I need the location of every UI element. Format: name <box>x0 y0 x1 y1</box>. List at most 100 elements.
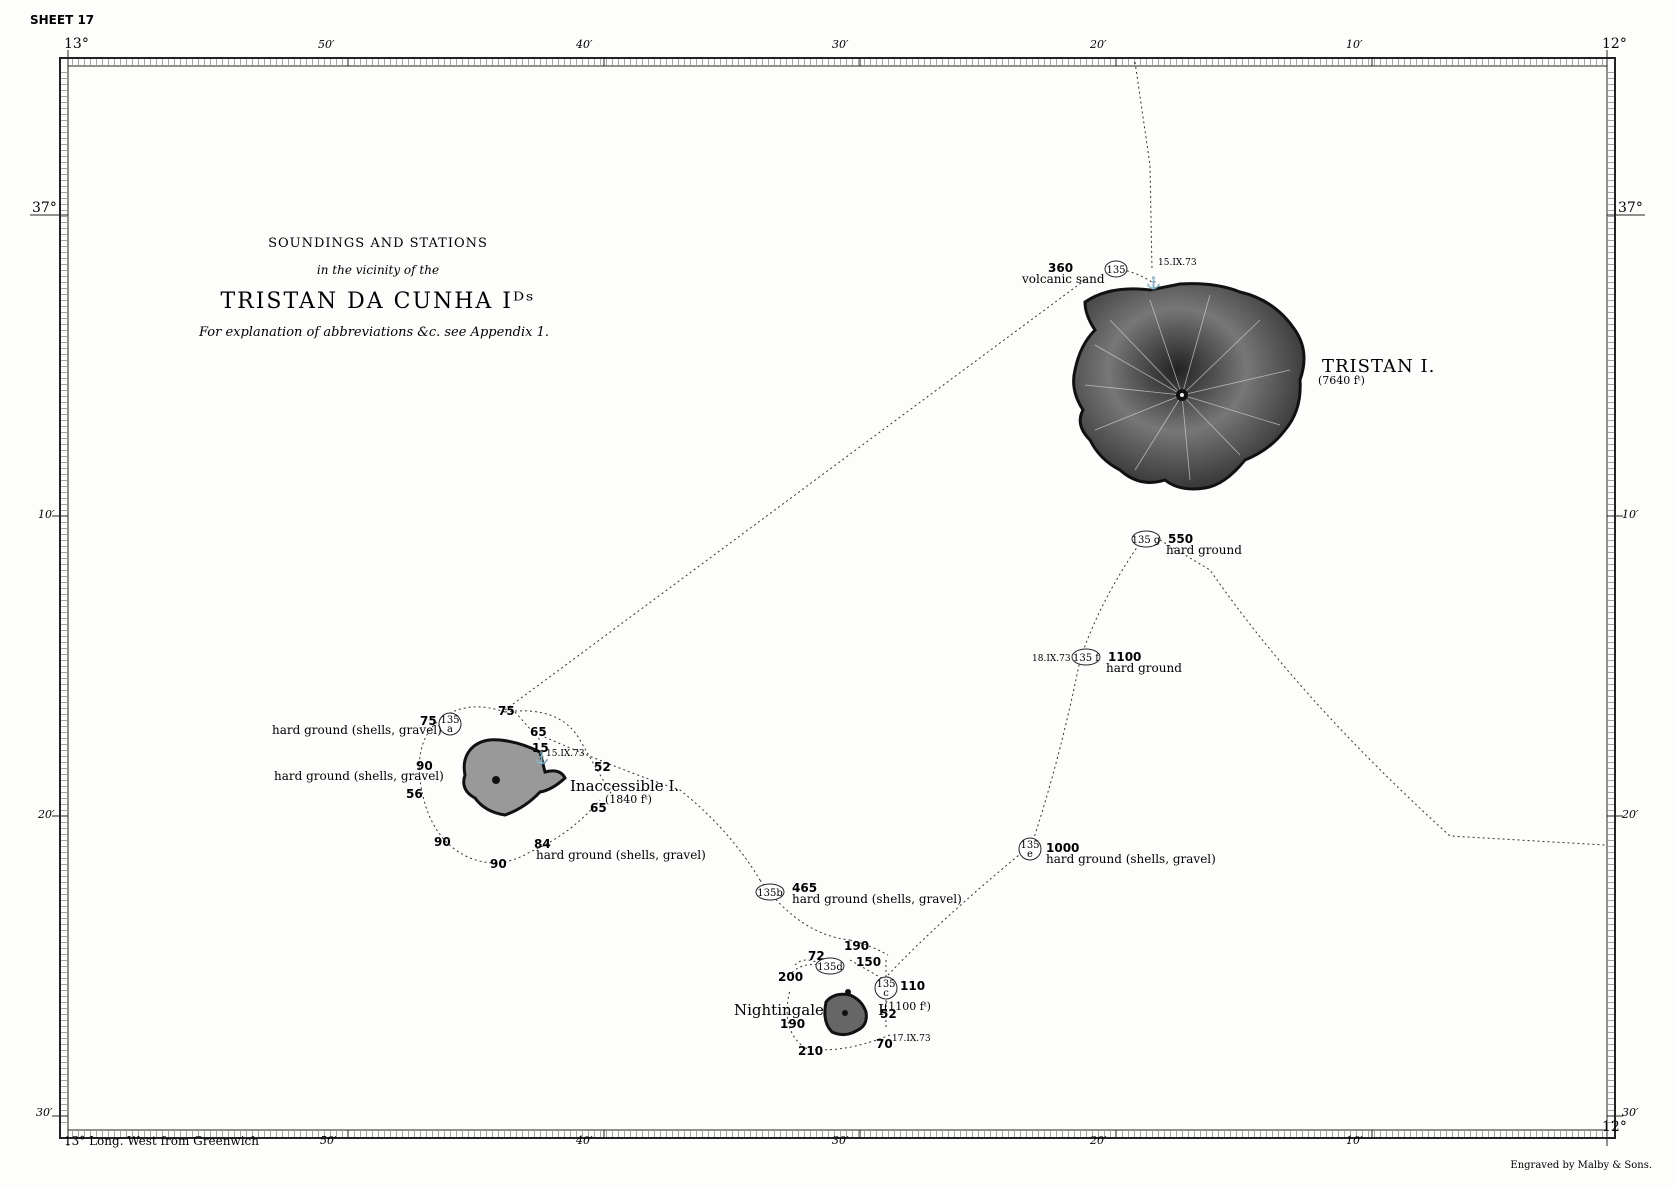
inaccessible-height: (1840 fᵗ) <box>605 793 652 806</box>
station-135g-label: 135 g <box>1132 535 1161 546</box>
title-line-3: TRISTAN DA CUNHA Iᴰˢ <box>220 289 535 314</box>
top-minute-40: 40′ <box>575 38 593 51</box>
inaccessible-date: 15.IX.73 <box>546 749 585 759</box>
left-lat-20: 20′ <box>37 808 55 821</box>
station-135-marker: 135 <box>1104 260 1128 278</box>
station-135d-marker: 135d <box>815 957 845 975</box>
sounding-72: 72 <box>808 949 825 963</box>
sounding-84: 84 <box>534 837 551 851</box>
title-line-1: SOUNDINGS AND STATIONS <box>268 236 488 251</box>
engraver-credit: Engraved by Malby & Sons. <box>1510 1160 1652 1171</box>
sounding-56: 56 <box>406 787 423 801</box>
station-135a-id: 135 <box>440 715 459 726</box>
anchor-icon-tristan: ⚓ <box>1146 276 1161 290</box>
sounding-1100: 1100 <box>1108 650 1141 664</box>
sounding-210: 210 <box>798 1044 823 1058</box>
station-135-label: 135 <box>1106 265 1125 276</box>
bottom-minute-20: 20′ <box>1089 1134 1107 1147</box>
left-lat-37: 37° <box>32 200 57 216</box>
inaccessible-island <box>462 738 567 817</box>
right-lat-10: 10′ <box>1622 508 1639 521</box>
inaccessible-label: Inaccessible I. <box>570 777 679 795</box>
sounding-75-west: 75 <box>420 714 437 728</box>
right-lat-30: 30′ <box>1622 1106 1639 1119</box>
nightingale-label: Nightingale <box>734 1001 824 1019</box>
top-left-degree: 13° <box>64 36 89 52</box>
graticule-ticks <box>30 50 1645 1146</box>
sounding-65-southeast: 65 <box>590 801 607 815</box>
sounding-52-nightingale: 52 <box>880 1007 897 1021</box>
station-135d-label: 135d <box>817 962 843 973</box>
inaccessible-bottom-se: hard ground (shells, gravel) <box>536 848 706 862</box>
tristan-label: TRISTAN I. <box>1322 356 1435 377</box>
tristan-island <box>1072 282 1306 491</box>
top-minute-50: 50′ <box>318 38 335 51</box>
sounding-90-west: 90 <box>416 759 433 773</box>
station-135c-id: 135 <box>876 979 895 990</box>
station-135b-bottom: hard ground (shells, gravel) <box>792 892 962 906</box>
inaccessible-bottom-west: hard ground (shells, gravel) <box>274 769 444 783</box>
top-right-degree: 12° <box>1602 36 1627 52</box>
left-lat-10: 10′ <box>38 508 55 521</box>
tristan-height: (7640 fᵗ) <box>1318 374 1365 387</box>
station-135b-marker: 135b <box>755 883 785 901</box>
bottom-minute-30: 30′ <box>832 1134 849 1147</box>
sheet-label: SHEET 17 <box>30 13 94 27</box>
station-135g-marker: 135 g <box>1131 530 1161 548</box>
station-135c-sub: c <box>883 988 889 999</box>
station-135e-sub: e <box>1027 849 1033 860</box>
chart-border <box>59 57 1616 1139</box>
station-135-bottom: volcanic sand <box>1021 272 1105 286</box>
sounding-200: 200 <box>778 970 803 984</box>
station-135f-date: 18.IX.73 <box>1032 654 1071 664</box>
station-135a-bottom: hard ground (shells, gravel) <box>272 723 442 737</box>
sounding-70: 70 <box>876 1037 893 1051</box>
station-135c-marker: 135 c <box>874 976 898 1000</box>
station-135-date: 15.IX.73 <box>1158 258 1197 268</box>
sounding-90-south: 90 <box>490 857 507 871</box>
top-minute-20: 20′ <box>1089 38 1107 51</box>
longitude-caption: 13° Long. West from Greenwich <box>64 1134 259 1148</box>
ship-track <box>418 61 1606 1051</box>
station-135e-id: 135 <box>1020 840 1039 851</box>
sounding-150: 150 <box>856 955 881 969</box>
station-135a-sub: a <box>447 724 453 735</box>
nightingale-label-suffix: I. <box>878 1001 889 1019</box>
nightingale-island <box>823 989 868 1037</box>
bottom-minute-10: 10′ <box>1346 1134 1363 1147</box>
anchor-icon-inaccessible: ⚓ <box>534 751 549 765</box>
sounding-110: 110 <box>900 979 925 993</box>
title-line-4: For explanation of abbreviations &c. see… <box>198 325 549 340</box>
station-135e-marker: 135 e <box>1018 837 1042 861</box>
sounding-52-east: 52 <box>594 760 611 774</box>
top-minute-10: 10′ <box>1346 38 1363 51</box>
station-135b-label: 135b <box>757 888 783 899</box>
sounding-190-north: 190 <box>844 939 869 953</box>
sounding-1000: 1000 <box>1046 841 1079 855</box>
top-minute-30: 30′ <box>832 38 849 51</box>
graduated-scale-bars <box>61 59 1614 1137</box>
station-135f-marker: 135 f <box>1071 648 1101 666</box>
sounding-465: 465 <box>792 881 817 895</box>
sounding-360: 360 <box>1048 261 1073 275</box>
sounding-190-south: 190 <box>780 1017 805 1031</box>
sounding-75-north: 75 <box>498 704 515 718</box>
station-135a-marker: 135 a <box>438 712 462 736</box>
station-135f-label: 135 f <box>1073 653 1100 664</box>
right-lat-37: 37° <box>1618 200 1643 216</box>
left-lat-30: 30′ <box>36 1106 53 1119</box>
right-lat-20: 20′ <box>1621 808 1639 821</box>
bottom-right-degree: 12° <box>1602 1119 1627 1135</box>
sounding-550: 550 <box>1168 532 1193 546</box>
station-135g-bottom: hard ground <box>1166 543 1242 557</box>
nightingale-date: 17.IX.73 <box>892 1034 931 1044</box>
sounding-65-north: 65 <box>530 725 547 739</box>
title-line-2: in the vicinity of the <box>317 263 439 277</box>
station-135f-bottom: hard ground <box>1106 661 1182 675</box>
station-135e-bottom: hard ground (shells, gravel) <box>1046 852 1216 866</box>
nightingale-height: (1100 fᵗ) <box>884 1000 931 1013</box>
sounding-15: 15 <box>532 741 549 755</box>
bottom-minute-50: 50′ <box>320 1134 337 1147</box>
sounding-90-southwest: 90 <box>434 835 451 849</box>
